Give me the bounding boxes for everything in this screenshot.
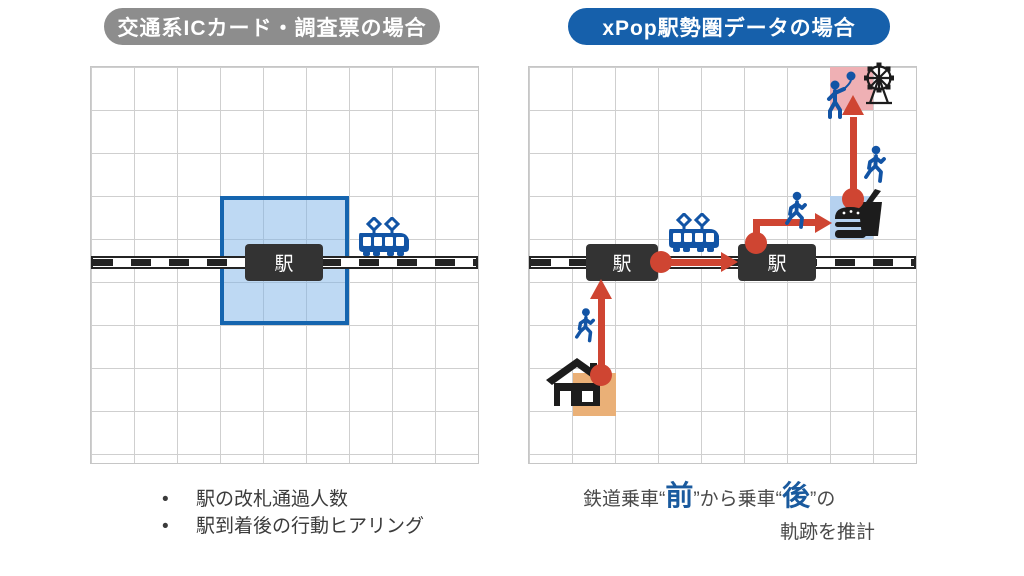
right-grid-map: 駅 駅 [528, 62, 917, 464]
left-panel-header: 交通系ICカード・調査票の場合 [104, 8, 440, 45]
route-arrowhead [590, 279, 612, 299]
walking-person-icon [784, 191, 808, 229]
tram-icon [664, 213, 720, 253]
route-origin-dot [590, 364, 612, 386]
left-bullet-list: • 駅の改札通過人数 • 駅到着後の行動ヒアリング [160, 486, 424, 540]
balloon-person-icon [825, 71, 859, 119]
route-arrow [598, 297, 605, 369]
bullet-item: • 駅到着後の行動ヒアリング [160, 513, 424, 540]
emphasis-after: 後 [782, 480, 811, 511]
bullet-marker: • [162, 489, 169, 510]
drink-cup-icon [855, 189, 885, 237]
emphasis-before: 前 [665, 480, 694, 511]
route-origin-dot [650, 251, 672, 273]
walking-person-icon [574, 307, 596, 343]
route-arrowhead [815, 213, 832, 233]
left-grid-map: 駅 [90, 66, 479, 464]
tram-icon [354, 217, 410, 257]
route-arrow [661, 259, 723, 266]
bullet-text: 駅の改札通過人数 [196, 489, 349, 510]
bullet-item: • 駅の改札通過人数 [160, 486, 424, 513]
walking-person-icon [863, 145, 887, 183]
burger-icon [832, 206, 869, 239]
route-origin-dot [842, 188, 864, 210]
boarding-station-box: 駅 [586, 244, 658, 281]
bullet-marker: • [162, 516, 169, 537]
route-arrow [753, 219, 817, 226]
route-arrowhead [721, 252, 738, 272]
route-arrowhead [842, 95, 864, 115]
route-arrow [850, 117, 857, 191]
caption-line1: 鉄道乗車“前”から乗車“後”の [583, 480, 836, 511]
caption-line2: 軌跡を推計 [779, 522, 875, 543]
right-caption: 鉄道乗車“前”から乗車“後”の 軌跡を推計 [583, 479, 875, 549]
station-box: 駅 [245, 244, 323, 281]
right-panel-header: xPop駅勢圏データの場合 [568, 8, 890, 45]
bullet-text: 駅到着後の行動ヒアリング [196, 516, 425, 537]
route-origin-dot [745, 232, 767, 254]
ferris-wheel-icon [857, 61, 901, 107]
